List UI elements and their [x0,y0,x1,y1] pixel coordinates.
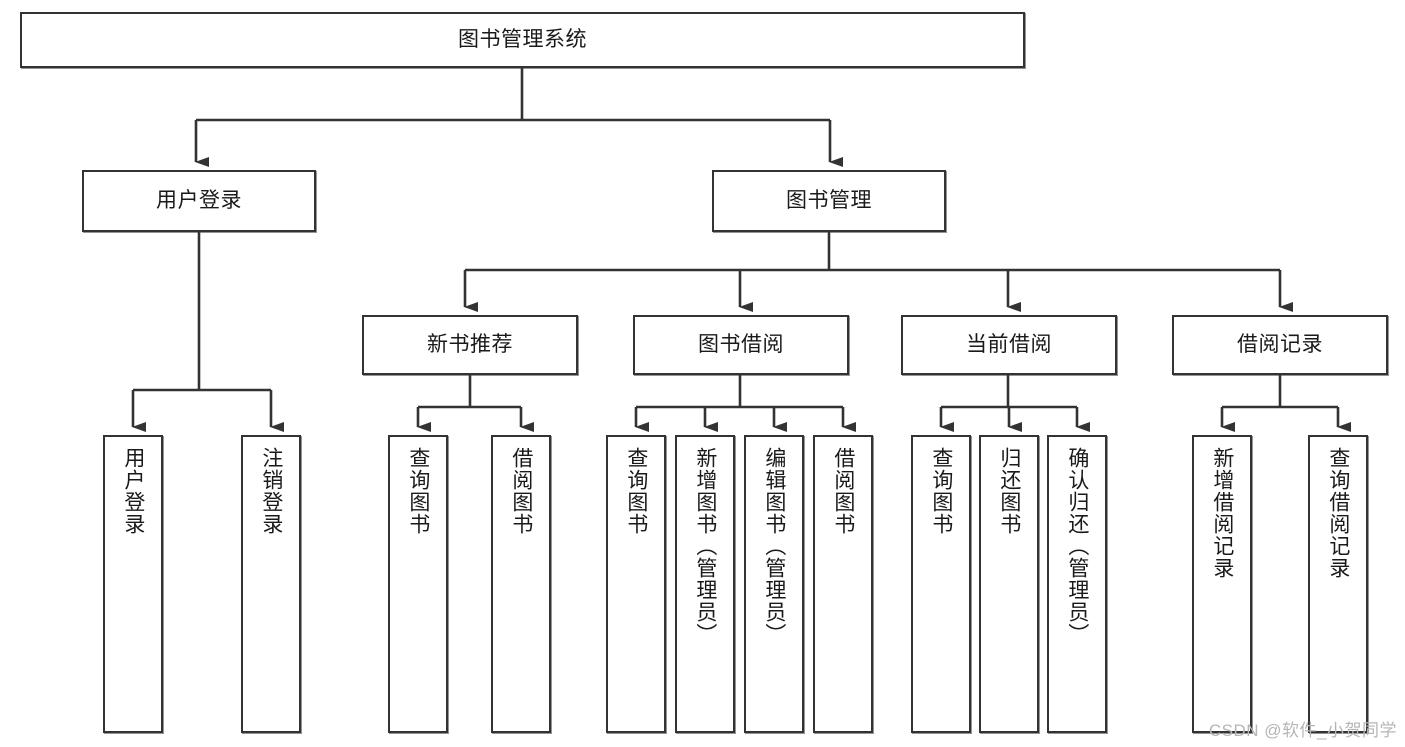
node-label: 当前借阅 [966,333,1052,357]
node-leaf-add-borrow-record[interactable]: 新增借阅记录 [1192,435,1252,733]
node-label: 注销登录 [259,447,283,535]
node-leaf-user-login[interactable]: 用户登录 [103,435,163,733]
node-label: 图书管理 [786,189,872,213]
node-label: 查询图书 [624,447,648,535]
node-leaf-confirm-return-admin[interactable]: 确认归还（管理员） [1047,435,1107,733]
node-leaf-query-book-recommend[interactable]: 查询图书 [388,435,448,733]
node-book-management[interactable]: 图书管理 [712,170,946,232]
csdn-watermark: CSDN @软件_小贺同学 [1208,721,1397,740]
node-leaf-return-book[interactable]: 归还图书 [979,435,1039,733]
node-label: 确认归还（管理员） [1065,447,1089,645]
node-label: 查询图书 [406,447,430,535]
node-borrow-records[interactable]: 借阅记录 [1172,315,1388,375]
node-label: 图书管理系统 [458,28,587,52]
node-leaf-query-book-borrow[interactable]: 查询图书 [606,435,666,733]
node-user-login[interactable]: 用户登录 [82,170,316,232]
node-leaf-edit-book-admin[interactable]: 编辑图书（管理员） [744,435,804,733]
node-label: 用户登录 [156,189,242,213]
node-label: 归还图书 [997,447,1021,535]
node-label: 新书推荐 [427,333,513,357]
node-label: 查询图书 [929,447,953,535]
node-label: 用户登录 [121,447,145,535]
node-leaf-query-borrow-record[interactable]: 查询借阅记录 [1308,435,1368,733]
node-label: 借阅图书 [509,447,533,535]
node-leaf-query-book-current[interactable]: 查询图书 [911,435,971,733]
node-book-borrow[interactable]: 图书借阅 [633,315,849,375]
node-new-book-recommend[interactable]: 新书推荐 [362,315,578,375]
node-label: 新增借阅记录 [1210,447,1234,579]
node-root-book-management-system[interactable]: 图书管理系统 [20,12,1025,68]
node-leaf-add-book-admin[interactable]: 新增图书（管理员） [675,435,735,733]
node-label: 借阅图书 [831,447,855,535]
node-label: 新增图书（管理员） [693,447,717,645]
node-label: 编辑图书（管理员） [762,447,786,645]
node-leaf-logout[interactable]: 注销登录 [241,435,301,733]
node-leaf-borrow-book-recommend[interactable]: 借阅图书 [491,435,551,733]
node-current-borrow[interactable]: 当前借阅 [901,315,1117,375]
node-leaf-borrow-book[interactable]: 借阅图书 [813,435,873,733]
node-label: 借阅记录 [1237,333,1323,357]
node-label: 图书借阅 [698,333,784,357]
node-label: 查询借阅记录 [1326,447,1350,579]
